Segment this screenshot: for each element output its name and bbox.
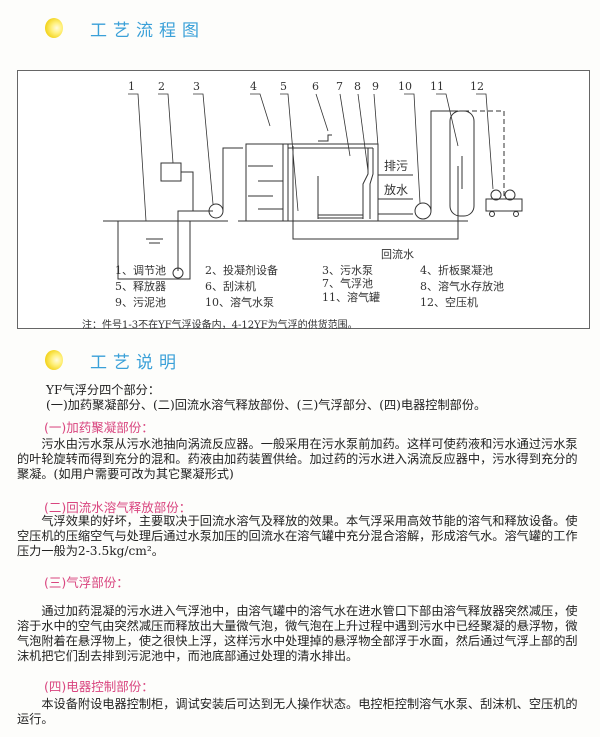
paragraph-line: 本设备附设电器控制柜，调试安装后可达到无人操作状态。电控柜控制溶气水泵、刮沫机、…: [17, 697, 578, 711]
diagram-number: 10: [398, 80, 412, 93]
section-title-process-description: 工艺说明: [90, 353, 182, 373]
process-flow-diagram: 1 2 3 4 5 6 7 8 9 10 11 12 排污 放水 回流水: [17, 70, 590, 329]
paragraph-line: 溶于水中的空气由突然减压而释放出大量微气泡，微气泡在上升过程中遇到污水中已经聚凝…: [17, 619, 578, 633]
paragraph-line: 空压机的压缩空气与处理后通过水泵加压的回流水在溶气罐中充分混合溶解，形成溶气水。…: [17, 529, 578, 543]
legend-item: 11、溶气罐: [322, 291, 380, 304]
legend-item: 1、调节池: [115, 264, 166, 277]
diagram-number: 5: [280, 80, 287, 93]
diagram-number: 7: [336, 80, 343, 93]
regulating-tank: [117, 220, 191, 280]
diagram-note: 注：件号1-3不在YF气浮设备内，4-12YF为气浮的供货范围。: [82, 320, 358, 331]
diagram-number: 6: [312, 80, 319, 93]
legend-item: 5、释放器: [115, 280, 166, 293]
paragraph-line: 气泡附着在悬浮物上，使之很快上浮，这样污水中处理掉的悬浮物全部浮于水面，然后通过…: [17, 634, 578, 648]
air-dissolving-tank: [449, 110, 475, 217]
air-compressor: [485, 198, 523, 212]
legend-item: 10、溶气水泵: [205, 296, 274, 309]
legend-item: 3、污水泵: [322, 264, 373, 277]
paragraph-line: 污水由污水泵从污水池抽向涡流反应器。一般采用在污水泵前加药。这样可使药液和污水通…: [17, 437, 578, 451]
paragraph-line: 运行。: [17, 712, 54, 726]
part-heading: (二)回流水溶气释放部份：: [44, 500, 192, 515]
diagram-number: 11: [430, 80, 444, 93]
diagram-number: 2: [158, 80, 165, 93]
intro-line: YF气浮分四个部分：: [46, 383, 161, 397]
submersible-pump-icon: [172, 267, 184, 279]
diagram-number: 3: [193, 80, 200, 93]
part-heading: (一)加药聚凝部份：: [44, 420, 154, 435]
legend-item: 12、空压机: [420, 296, 478, 309]
diagram-number: 8: [354, 80, 361, 93]
section-title-process-flow: 工艺流程图: [90, 21, 205, 41]
paragraph-line: 气浮效果的好坏，主要取决于回流水溶气及释放的效果。本气浮采用高效节能的溶气和释放…: [17, 514, 578, 528]
coagulant-dosing-box: [160, 162, 182, 182]
paragraph-line: 的叶轮旋转而得到充分的混和。药液由加药装置供给。加过药的污水进入涡流反应器中，污…: [17, 452, 578, 466]
part-heading: (三)气浮部份：: [44, 575, 129, 590]
diagram-number: 9: [372, 80, 379, 93]
water-discharge-label: 放水: [384, 182, 408, 197]
sludge-discharge-label: 排污: [384, 159, 408, 173]
diagram-number: 4: [250, 80, 257, 93]
part-heading: (四)电器控制部份：: [44, 679, 154, 694]
paragraph-line: 沫机把它们刮去排到污泥池中，而池底部通过处理的清水排出。: [17, 649, 359, 663]
diagram-number: 1: [128, 80, 135, 93]
legend-item: 4、折板聚凝池: [420, 264, 493, 277]
return-water-label: 回流水: [381, 247, 414, 261]
legend-item: 7、气浮池: [322, 277, 373, 290]
intro-line: (一)加药聚凝部分、(二)回流水溶气释放部份、(三)气浮部分、(四)电器控制部份…: [46, 398, 487, 412]
legend-item: 2、投凝剂设备: [205, 264, 278, 277]
paragraph-line: 聚凝。(如用户需要可改为其它聚凝形式): [17, 467, 234, 481]
legend-item: 8、溶气水存放池: [420, 280, 504, 293]
bulb-icon: [45, 350, 63, 370]
legend-item: 9、污泥池: [115, 296, 166, 309]
air-dissolving-pump-icon: [414, 202, 432, 220]
bulb-icon: [45, 18, 63, 38]
paragraph-line: 压力一般为2-3.5kg/cm²。: [17, 544, 164, 558]
flotation-tank: [245, 143, 379, 222]
paragraph-line: 通过加药混凝的污水进入气浮池中，由溶气罐中的溶气水在进水管口下部由溶气释放器突然…: [17, 604, 578, 618]
legend-item: 6、刮沫机: [205, 280, 256, 293]
diagram-svg: 1 2 3 4 5 6 7 8 9 10 11 12 排污 放水 回流水: [103, 80, 523, 280]
diagram-number: 12: [470, 80, 484, 93]
